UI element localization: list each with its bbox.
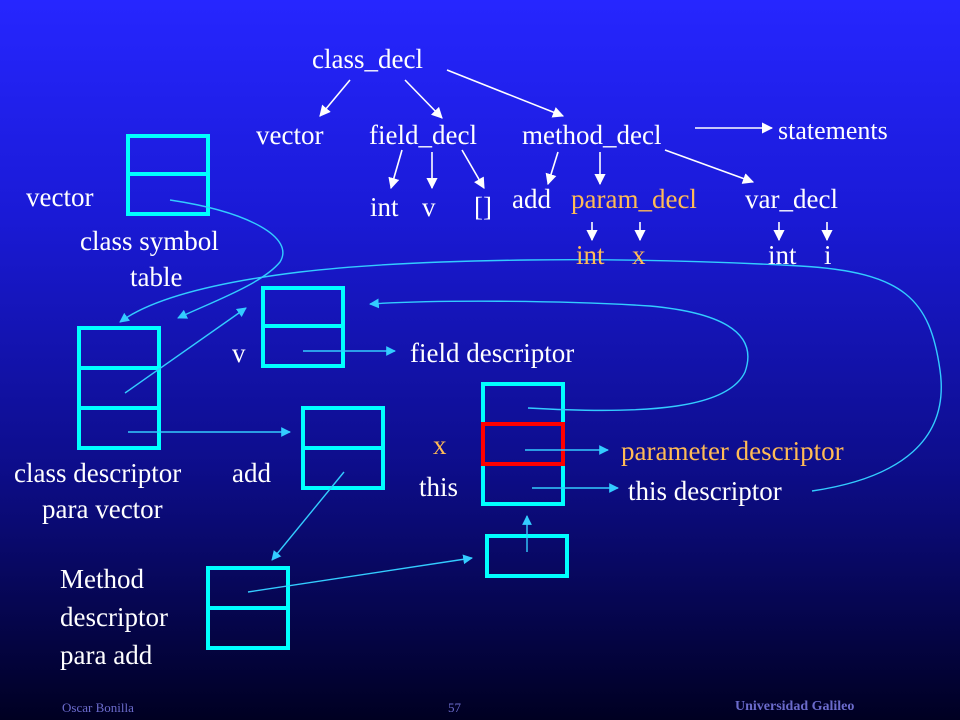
tree-method-decl: method_decl xyxy=(522,120,662,150)
tree-var-int: int xyxy=(768,240,797,270)
label-add: add xyxy=(232,458,271,488)
tree-statements: statements xyxy=(778,116,888,145)
label-method-line2: descriptor xyxy=(60,602,168,632)
tree-vector: vector xyxy=(256,120,324,150)
label-method-line1: Method xyxy=(60,564,144,594)
label-field-descriptor: field descriptor xyxy=(410,338,575,368)
label-parameter-descriptor: parameter descriptor xyxy=(621,436,844,466)
footer-page-number: 57 xyxy=(448,700,461,715)
parameter-cell-selected xyxy=(481,422,565,466)
label-vector: vector xyxy=(26,182,94,212)
tree-param-decl: param_decl xyxy=(571,184,697,214)
tree-field-decl: field_decl xyxy=(369,120,477,150)
tree-var-decl: var_decl xyxy=(745,184,838,214)
tree-param-int: int xyxy=(576,240,605,270)
tree-field-int: int xyxy=(370,192,399,222)
label-this: this xyxy=(419,472,459,502)
label-x: x xyxy=(433,430,447,460)
label-this-descriptor: this descriptor xyxy=(628,476,782,506)
label-class-descriptor-line1: class descriptor xyxy=(14,458,182,488)
label-class-descriptor-line2: para vector xyxy=(42,494,163,524)
footer-institution: Universidad Galileo xyxy=(735,699,855,714)
label-v: v xyxy=(232,338,246,368)
label-class-symbol-line2: table xyxy=(130,262,183,292)
tree-param-x: x xyxy=(632,240,646,270)
footer-author: Oscar Bonilla xyxy=(62,700,134,715)
tree-add: add xyxy=(512,184,551,214)
tree-var-i: i xyxy=(824,240,832,270)
tree-field-brackets: [] xyxy=(474,192,492,222)
label-class-symbol-line1: class symbol xyxy=(80,226,219,256)
tree-field-v: v xyxy=(422,192,436,222)
tree-class-decl: class_decl xyxy=(312,44,423,74)
label-method-line3: para add xyxy=(60,640,153,670)
